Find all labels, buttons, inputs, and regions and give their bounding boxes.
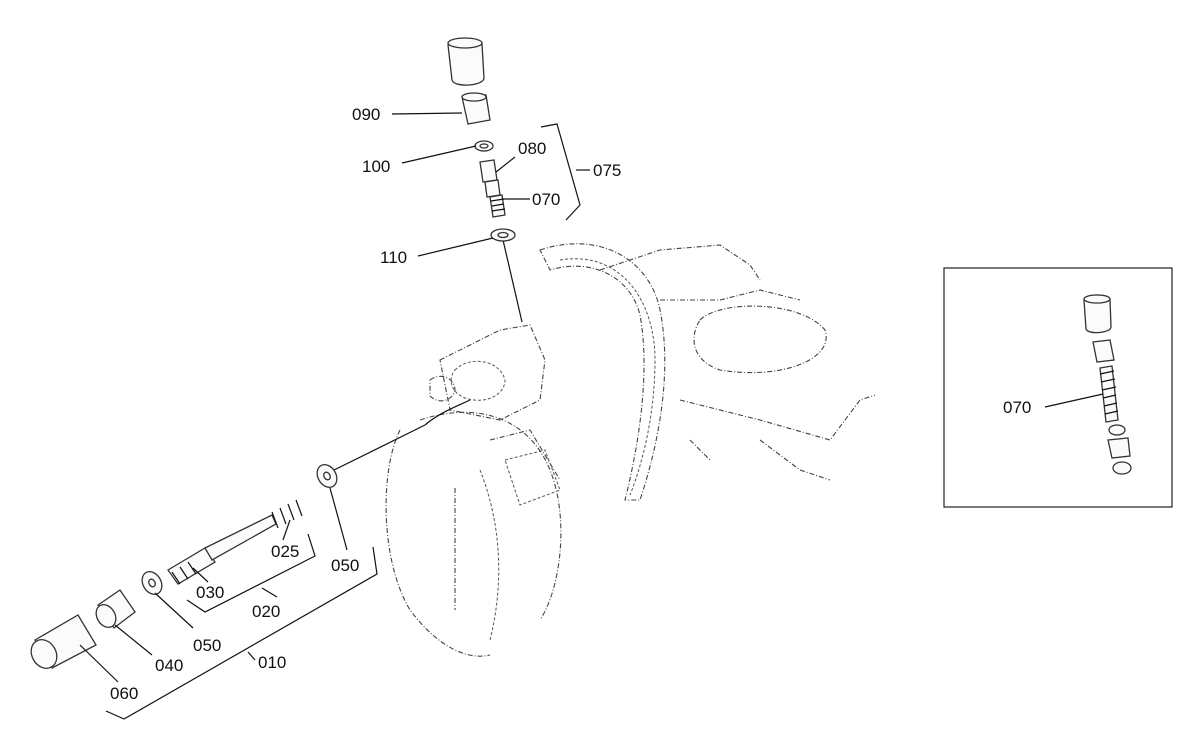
callout-070: 070 <box>532 190 560 209</box>
callout-010: 010 <box>258 653 286 672</box>
spring-070 <box>489 194 506 218</box>
cap-090-top <box>447 37 485 86</box>
plug-060 <box>30 614 97 669</box>
callout-050-upper: 050 <box>331 556 359 575</box>
callout-040: 040 <box>155 656 183 675</box>
washer-050-upper <box>316 464 338 488</box>
callout-110: 110 <box>380 248 407 267</box>
callout-labels: 090 100 080 075 070 110 025 050 030 020 … <box>110 105 621 703</box>
spring-025 <box>271 499 303 529</box>
callout-100: 100 <box>362 157 390 176</box>
callout-060: 060 <box>110 684 138 703</box>
valve-030 <box>167 514 277 585</box>
callout-025: 025 <box>271 542 299 561</box>
assembly-axis-lines <box>329 239 523 473</box>
washer-100 <box>474 140 494 152</box>
callout-075: 075 <box>593 161 621 180</box>
inset-detail-panel: 070 <box>943 267 1173 508</box>
inset-callout-070: 070 <box>1003 398 1031 417</box>
washer-110 <box>490 228 516 242</box>
nut-090 <box>461 92 491 125</box>
callout-030: 030 <box>196 583 224 602</box>
washer-050-lower <box>141 571 163 595</box>
nut-040 <box>95 589 136 629</box>
valve-080 <box>479 159 501 198</box>
callout-080: 080 <box>518 139 546 158</box>
callout-050-lower: 050 <box>193 636 221 655</box>
gearbox-housing <box>385 243 876 657</box>
group-brackets <box>105 123 581 720</box>
callout-090: 090 <box>352 105 380 124</box>
leader-lines <box>79 112 590 683</box>
callout-020: 020 <box>252 602 280 621</box>
